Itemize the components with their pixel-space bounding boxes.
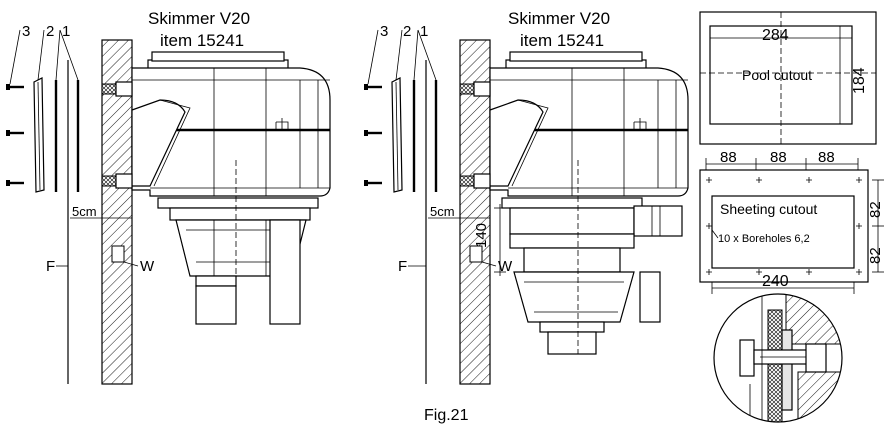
left-title-line2: item 15241	[160, 31, 244, 50]
detail-circle	[713, 293, 843, 423]
left-label-W: W	[140, 258, 155, 275]
right-basket	[494, 160, 683, 355]
left-label-3: 3	[22, 23, 30, 40]
right-label-2: 2	[403, 23, 411, 40]
right-leader-lines	[367, 29, 437, 85]
left-label-2: 2	[46, 23, 54, 40]
right-label-5cm: 5cm	[430, 204, 455, 219]
left-label-5cm: 5cm	[72, 204, 97, 219]
left-title-line1: Skimmer V20	[148, 9, 250, 28]
left-basket	[157, 160, 319, 325]
pool-cutout-width: 284	[762, 27, 789, 44]
sheeting-height-1: 82	[867, 201, 884, 218]
right-label-W: W	[498, 258, 513, 275]
sheeting-spacing-1: 88	[720, 149, 737, 166]
right-label-F: F	[398, 258, 407, 275]
right-skimmer-view: Skimmer V20 item 15241 3 2 1 5cm F W 140	[362, 9, 690, 386]
right-title-line2: item 15241	[520, 31, 604, 50]
right-label-3: 3	[380, 23, 388, 40]
figure-caption: Fig.21	[424, 407, 469, 424]
left-label-F: F	[46, 258, 55, 275]
sheeting-cutout-label: Sheeting cutout	[720, 201, 817, 217]
pool-cutout-drawing: 284 Pool cutout 184	[699, 11, 877, 145]
left-label-1: 1	[62, 23, 70, 40]
borehole-markers	[706, 177, 862, 275]
sheeting-height-2: 82	[867, 247, 884, 264]
left-leader-lines	[9, 29, 79, 85]
pool-cutout-label: Pool cutout	[742, 67, 812, 83]
left-skimmer-view: Skimmer V20 item 15241 3 2 1 5cm F W	[4, 9, 332, 386]
pool-cutout-height: 184	[851, 67, 868, 94]
sheeting-spacing-3: 88	[818, 149, 835, 166]
right-label-1: 1	[420, 23, 428, 40]
right-dim-140: 140	[473, 223, 490, 248]
sheeting-spacing-2: 88	[770, 149, 787, 166]
right-title-line1: Skimmer V20	[508, 9, 610, 28]
sheeting-width: 240	[762, 273, 789, 290]
sheeting-cutout-drawing: 88 88 88 Sheeting cutout 10 x Boreholes …	[699, 149, 884, 294]
boreholes-label: 10 x Boreholes 6,2	[718, 233, 810, 245]
